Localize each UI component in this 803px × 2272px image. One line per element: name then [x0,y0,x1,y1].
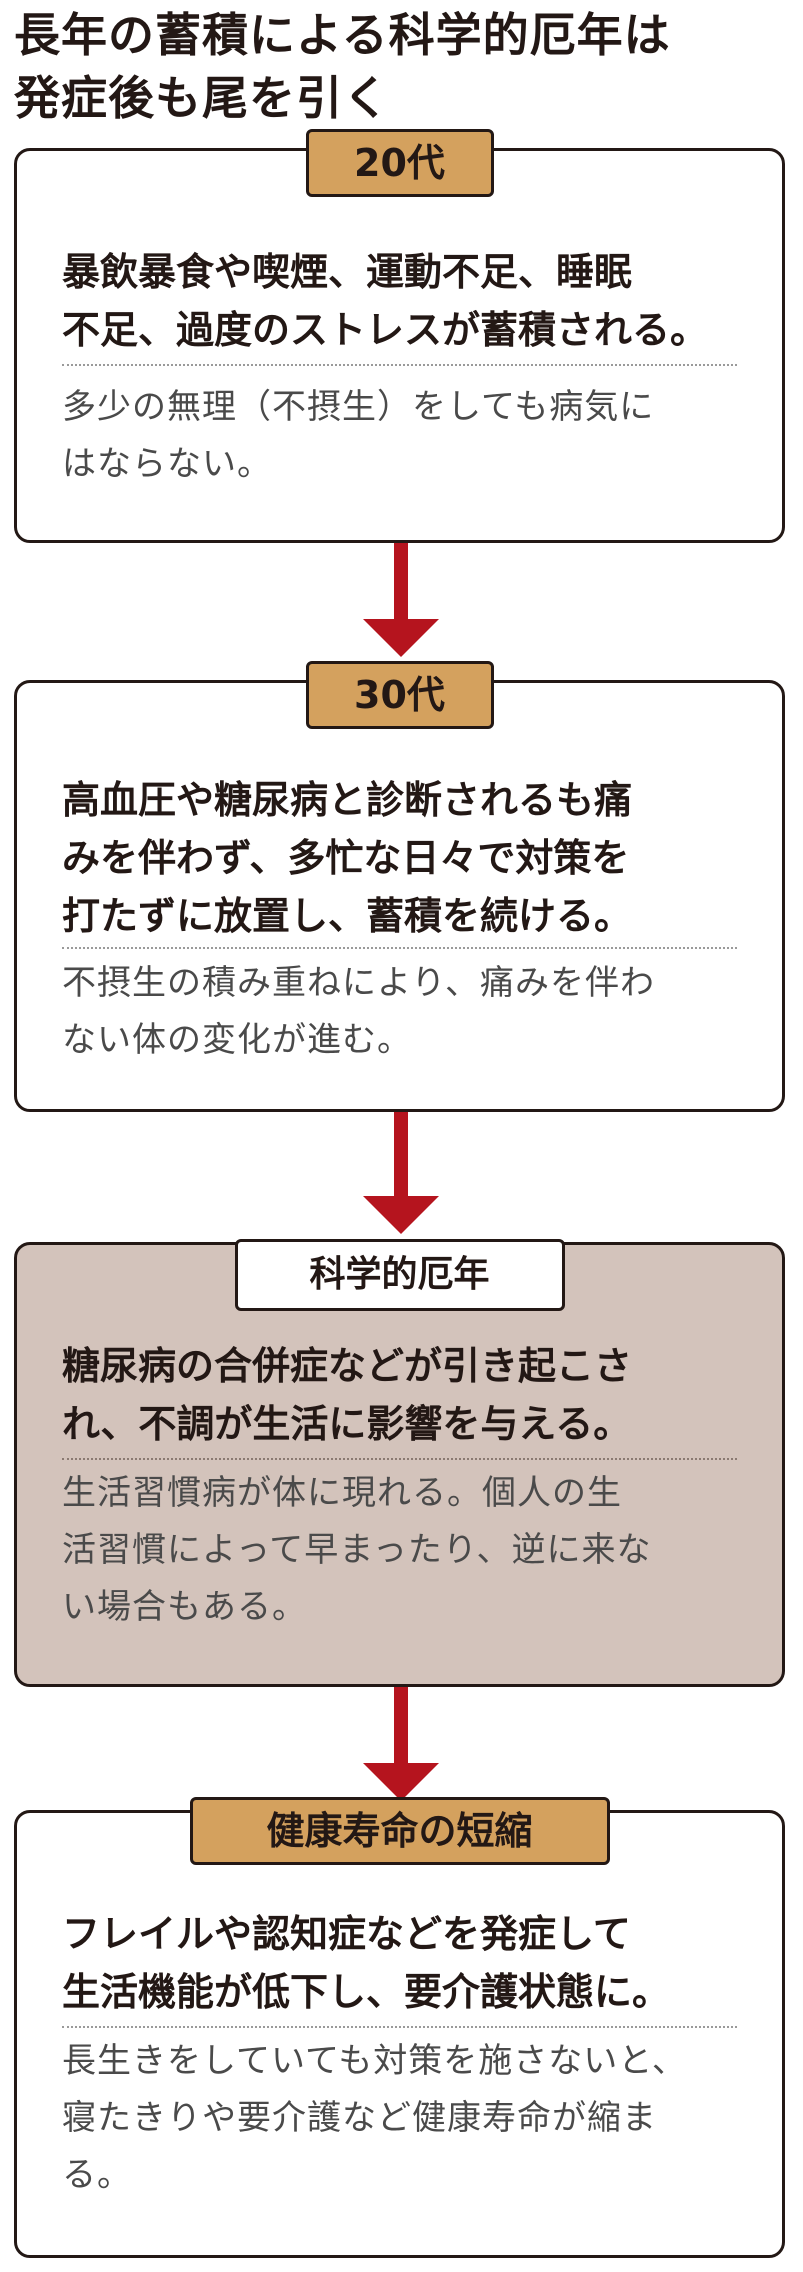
stage-20s-heading: 暴飲暴食や喫煙、運動不足、睡眠 不足、過度のストレスが蓄積される。 [62,243,752,359]
down-arrow-icon [363,543,439,658]
divider [62,364,737,366]
heading-line: れ、不調が生活に影響を与える。 [62,1402,632,1446]
stage-tag-healthy-lifespan-shortening: 健康寿命の短縮 [189,1797,610,1865]
title-line-2: 発症後も尾を引く [14,71,390,125]
stage-healthy-lifespan-shortening-heading: フレイルや認知症などを発症して 生活機能が低下し、要介護状態に。 [62,1905,752,2021]
body-line: ない体の変化が進む。 [62,1020,412,1060]
heading-line: 打たずに放置し、蓄積を続ける。 [62,894,633,938]
body-line: 活習慣によって早まったり、逆に来な [62,1530,652,1570]
body-line: 不摂生の積み重ねにより、痛みを伴わ [62,963,655,1003]
down-arrow-icon [363,1112,439,1237]
stage-scientific-yakudoshi: 科学的厄年 糖尿病の合併症などが引き起こさ れ、不調が生活に影響を与える。 生活… [14,1239,785,1687]
stage-tag-30s: 30代 [305,661,494,729]
divider [62,2026,737,2028]
page-title: 長年の蓄積による科学的厄年は 発症後も尾を引く [14,4,794,130]
body-line: い場合もある。 [62,1587,307,1627]
stage-tag-20s: 20代 [305,129,494,197]
heading-line: 生活機能が低下し、要介護状態に。 [62,1970,671,2014]
heading-line: 不足、過度のストレスが蓄積される。 [62,308,709,352]
stage-30s-heading: 高血圧や糖尿病と診断されるも痛 みを伴わず、多忙な日々で対策を 打たずに放置し、… [62,771,752,945]
heading-line: みを伴わず、多忙な日々で対策を [62,836,630,880]
body-line: 長生きをしていても対策を施さないと、 [62,2041,687,2081]
body-line: る。 [62,2155,132,2195]
heading-line: 高血圧や糖尿病と診断されるも痛 [62,778,633,822]
title-line-1: 長年の蓄積による科学的厄年は [14,8,671,62]
stage-20s: 20代 暴飲暴食や喫煙、運動不足、睡眠 不足、過度のストレスが蓄積される。 多少… [14,129,785,543]
stage-30s-body: 不摂生の積み重ねにより、痛みを伴わ ない体の変化が進む。 [62,955,752,1069]
body-line: 多少の無理（不摂生）をしても病気に [62,387,655,427]
body-line: はならない。 [62,444,272,484]
stage-tag-scientific-yakudoshi: 科学的厄年 [234,1239,565,1311]
stage-20s-body: 多少の無理（不摂生）をしても病気に はならない。 [62,379,752,493]
heading-line: 暴飲暴食や喫煙、運動不足、睡眠 [62,250,633,294]
down-arrow-icon [363,1687,439,1802]
heading-line: フレイルや認知症などを発症して [62,1912,631,1956]
stage-scientific-yakudoshi-body: 生活習慣病が体に現れる。個人の生 活習慣によって早まったり、逆に来な い場合もあ… [62,1465,752,1636]
body-line: 生活習慣病が体に現れる。個人の生 [62,1473,622,1513]
divider [62,1458,737,1460]
body-line: 寝たきりや要介護など健康寿命が縮ま [62,2098,657,2138]
stage-healthy-lifespan-shortening: 健康寿命の短縮 フレイルや認知症などを発症して 生活機能が低下し、要介護状態に。… [14,1797,785,2258]
heading-line: 糖尿病の合併症などが引き起こさ [62,1344,633,1388]
stage-healthy-lifespan-shortening-body: 長生きをしていても対策を施さないと、 寝たきりや要介護など健康寿命が縮ま る。 [62,2033,752,2204]
stage-30s: 30代 高血圧や糖尿病と診断されるも痛 みを伴わず、多忙な日々で対策を 打たずに… [14,661,785,1112]
divider [62,947,737,949]
stage-scientific-yakudoshi-heading: 糖尿病の合併症などが引き起こさ れ、不調が生活に影響を与える。 [62,1337,752,1453]
